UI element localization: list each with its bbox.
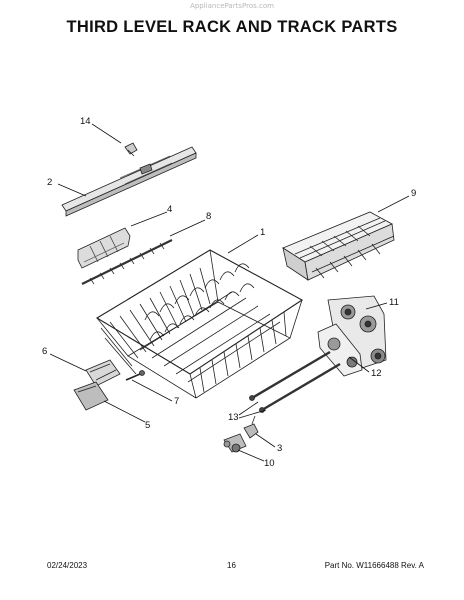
leader-13b	[238, 409, 267, 419]
part-8-tine-rod	[81, 239, 173, 285]
part-1-wire-rack	[95, 249, 304, 399]
callout-14: 14	[80, 116, 91, 127]
leader-11	[365, 302, 388, 310]
leader-14	[91, 123, 122, 144]
leader-10	[237, 449, 265, 462]
callout-4: 4	[167, 204, 173, 215]
footer-page-number: 16	[227, 561, 236, 570]
callout-9: 9	[411, 188, 417, 199]
part-5-cover	[73, 381, 109, 411]
callout-5: 5	[145, 420, 151, 431]
leader-5	[103, 400, 146, 423]
footer-part-number: Part No. W11666488 Rev. A	[324, 561, 424, 570]
part-9-utensil-tray	[282, 211, 395, 281]
part-12-housing-plate	[317, 323, 363, 377]
part-10-wheel-bracket	[223, 433, 247, 453]
leader-7	[131, 379, 173, 402]
footer-date: 02/24/2023	[47, 561, 88, 570]
part-4-tine-strip	[77, 227, 131, 269]
callout-12: 12	[371, 368, 382, 379]
leader-2	[57, 183, 87, 197]
callout-3: 3	[277, 443, 283, 454]
callout-1: 1	[260, 227, 266, 238]
callout-11: 11	[389, 297, 399, 308]
leader-1	[227, 234, 259, 254]
leader-9	[377, 195, 410, 213]
watermark: AppliancePartsPros.com	[190, 2, 274, 10]
leader-3	[255, 433, 276, 448]
part-7-screw	[125, 370, 145, 381]
callout-8: 8	[206, 211, 212, 222]
leader-12	[348, 356, 370, 373]
leader-4	[130, 211, 168, 227]
leader-8	[169, 219, 206, 237]
page-title: THIRD LEVEL RACK AND TRACK PARTS	[66, 18, 398, 36]
part-3-clip	[243, 415, 259, 439]
callout-7: 7	[174, 396, 180, 407]
callout-13: 13	[228, 412, 239, 423]
part-13-axle-rods	[249, 350, 341, 413]
callout-10: 10	[264, 458, 275, 469]
leader-13a	[238, 401, 259, 416]
callout-6: 6	[42, 346, 48, 357]
part-14-track-cap	[124, 142, 138, 157]
part-6-end-cap	[85, 359, 121, 387]
leader-6	[49, 353, 87, 372]
part-2-track-rail	[61, 146, 197, 217]
part-11-gear-housing	[327, 295, 387, 369]
callout-2: 2	[47, 177, 53, 188]
